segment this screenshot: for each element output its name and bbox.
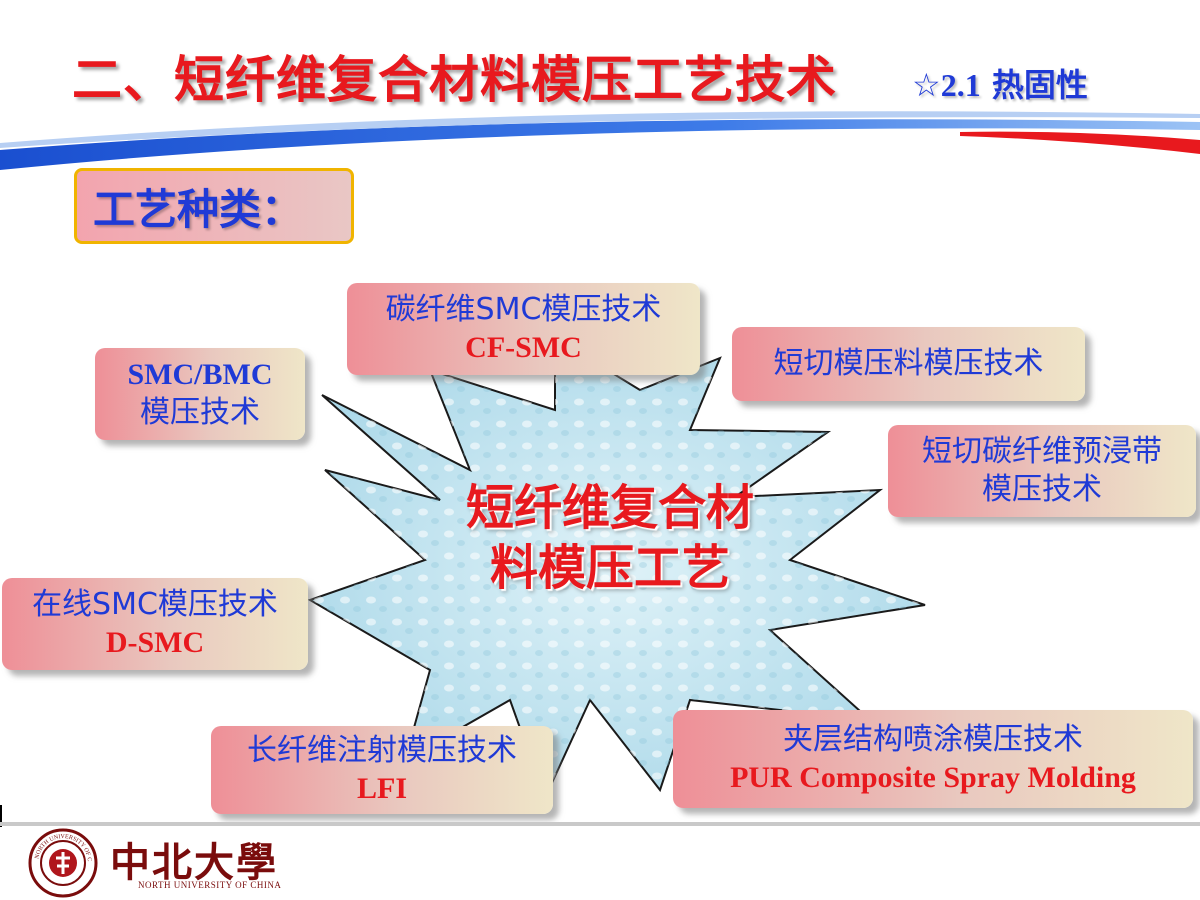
technique-smc-bmc: SMC/BMC 模压技术 (95, 348, 305, 440)
technique-smc-bmc-line1: SMC/BMC (127, 358, 273, 391)
star-icon: ☆ (912, 66, 941, 104)
university-name-cn: 中北大學 (110, 839, 278, 886)
footer-divider (0, 822, 1200, 826)
university-name-en: NORTH UNIVERSITY OF CHINA (138, 880, 282, 890)
technique-cf-smc: 碳纤维SMC模压技术 CF-SMC (347, 283, 700, 375)
technique-lfi-zh: 长纤维注射模压技术 (247, 733, 517, 768)
section-number: 2.1 (940, 67, 981, 103)
header-swoosh (0, 111, 1200, 170)
technique-lfi-en: LFI (356, 772, 407, 805)
technique-cf-smc-zh: 碳纤维SMC模压技术 (385, 292, 662, 327)
technique-d-smc-zh: 在线SMC模压技术 (32, 587, 278, 622)
category-label: 工艺种类： (74, 168, 354, 244)
slide-edge-mark (0, 805, 2, 827)
technique-short-cut: 短切模压料模压技术 (732, 327, 1085, 401)
center-topic-line1: 短纤维复合材 (465, 480, 754, 536)
university-seal-icon: NORTH UNIVERSITY OF CHINA (28, 828, 98, 898)
technique-d-smc-en: D-SMC (105, 626, 205, 659)
technique-short-carbon: 短切碳纤维预浸带 模压技术 (888, 425, 1196, 517)
technique-cf-smc-en: CF-SMC (465, 331, 582, 364)
technique-pur-zh: 夹层结构喷涂模压技术 (783, 722, 1083, 757)
technique-short-carbon-line1: 短切碳纤维预浸带 (922, 434, 1162, 469)
technique-pur-en: PUR Composite Spray Molding (730, 761, 1136, 794)
technique-pur: 夹层结构喷涂模压技术 PUR Composite Spray Molding (673, 710, 1193, 808)
center-topic-line2: 料模压工艺 (489, 540, 730, 596)
section-subtitle: ☆2.1 热固性 (912, 60, 1088, 106)
section-name: 热固性 (980, 66, 1088, 104)
technique-short-carbon-line2: 模压技术 (982, 472, 1102, 507)
center-topic: 短纤维复合材 料模压工艺 (420, 478, 800, 598)
page-title: 二、短纤维复合材料模压工艺技术 (72, 51, 837, 109)
technique-d-smc: 在线SMC模压技术 D-SMC (2, 578, 308, 670)
technique-smc-bmc-line2: 模压技术 (140, 395, 260, 430)
technique-lfi: 长纤维注射模压技术 LFI (211, 726, 553, 814)
technique-short-cut-zh: 短切模压料模压技术 (773, 346, 1044, 381)
